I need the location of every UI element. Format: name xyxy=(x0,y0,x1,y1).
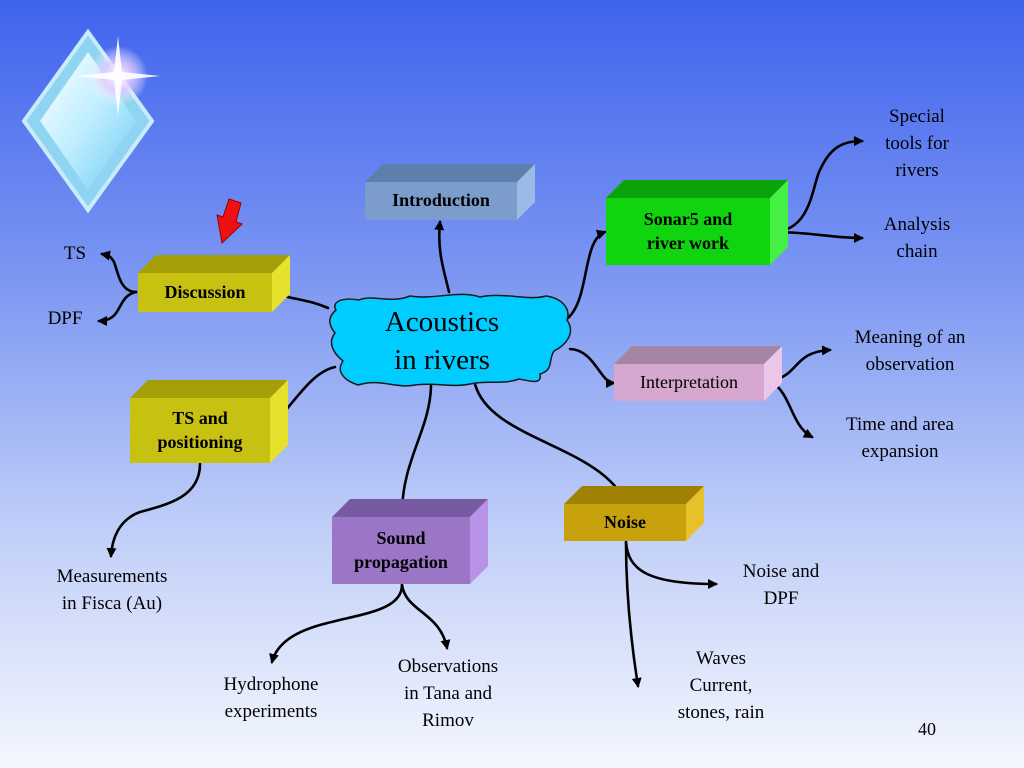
center-cloud xyxy=(329,293,572,387)
box-shapes xyxy=(130,164,788,584)
topic-label: Interpretation xyxy=(640,371,738,392)
subtopic-analysis-chain[interactable]: Analysis chain xyxy=(883,214,951,262)
center-to-noise-arrow xyxy=(473,382,628,505)
sound-propagation-to-hydrophone-arrow xyxy=(269,583,404,664)
sound-propagation-to-observations-arrow xyxy=(400,583,451,650)
topic-label: Noise xyxy=(604,511,646,532)
box-ts-positioning xyxy=(130,380,288,463)
box-sound-propagation xyxy=(332,499,488,584)
subtopic-measurements-fisca[interactable]: Measurements in Fisca (Au) xyxy=(56,566,168,614)
center-to-sonar5-arrow xyxy=(566,229,607,320)
topic-label: Discussion xyxy=(164,281,246,302)
box-introduction xyxy=(365,164,535,220)
page-number: 40 xyxy=(918,719,936,739)
subtopic-meaning-observation[interactable]: Meaning of an observation xyxy=(854,327,966,375)
subtopic-ts[interactable]: TS xyxy=(63,243,87,264)
ts-positioning-to-measurements-arrow xyxy=(106,462,202,558)
red-indicator-arrow-icon xyxy=(216,198,243,245)
subtopic-observations-tana[interactable]: Observations in Tana and Rimov xyxy=(397,656,499,731)
center-to-introduction-arrow xyxy=(434,220,451,294)
topic-introduction[interactable]: Introduction xyxy=(365,182,517,220)
center-to-interpretation-arrow xyxy=(568,347,616,388)
box-interpretation xyxy=(614,346,782,401)
noise-to-waves-arrow xyxy=(624,540,642,688)
sonar5-to-special-tools-arrow xyxy=(772,136,864,234)
topic-discussion[interactable]: Discussion xyxy=(138,273,272,312)
interpretation-to-time-area-arrow xyxy=(768,379,814,439)
topic-sonar5[interactable]: Sonar5 and river work xyxy=(606,198,770,265)
subtopic-waves-current[interactable]: Waves Current, stones, rain xyxy=(677,648,765,723)
subtopic-special-tools[interactable]: Special tools for rivers xyxy=(885,106,949,181)
diamond-logo-icon xyxy=(21,28,160,214)
subtopic-dpf[interactable]: DPF xyxy=(47,308,83,329)
discussion-to-dpf-arrow xyxy=(97,290,138,326)
topic-noise[interactable]: Noise xyxy=(564,504,686,541)
center-topic[interactable]: Acoustics in rivers xyxy=(350,302,534,380)
topic-sound-propagation[interactable]: Sound propagation xyxy=(332,517,470,584)
discussion-to-ts-arrow xyxy=(100,250,138,294)
subtopic-time-area[interactable]: Time and area expansion xyxy=(846,414,954,462)
box-discussion xyxy=(138,255,290,312)
topic-label: Sonar5 and river work xyxy=(643,209,733,253)
center-to-sound-propagation-arrow xyxy=(397,384,433,516)
noise-to-noise-dpf-arrow xyxy=(624,540,718,589)
topic-label: Sound propagation xyxy=(354,528,448,572)
box-noise xyxy=(564,486,704,541)
topic-label: Introduction xyxy=(392,190,490,211)
topic-ts-positioning[interactable]: TS and positioning xyxy=(130,398,270,463)
topic-interpretation[interactable]: Interpretation xyxy=(614,364,764,401)
subtopic-noise-dpf[interactable]: Noise and DPF xyxy=(742,561,820,609)
center-topic-label: Acoustics in rivers xyxy=(384,306,500,376)
box-sonar5 xyxy=(606,180,788,265)
subtopic-hydrophone[interactable]: Hydrophone experiments xyxy=(223,674,319,722)
topic-label: TS and positioning xyxy=(157,408,243,452)
